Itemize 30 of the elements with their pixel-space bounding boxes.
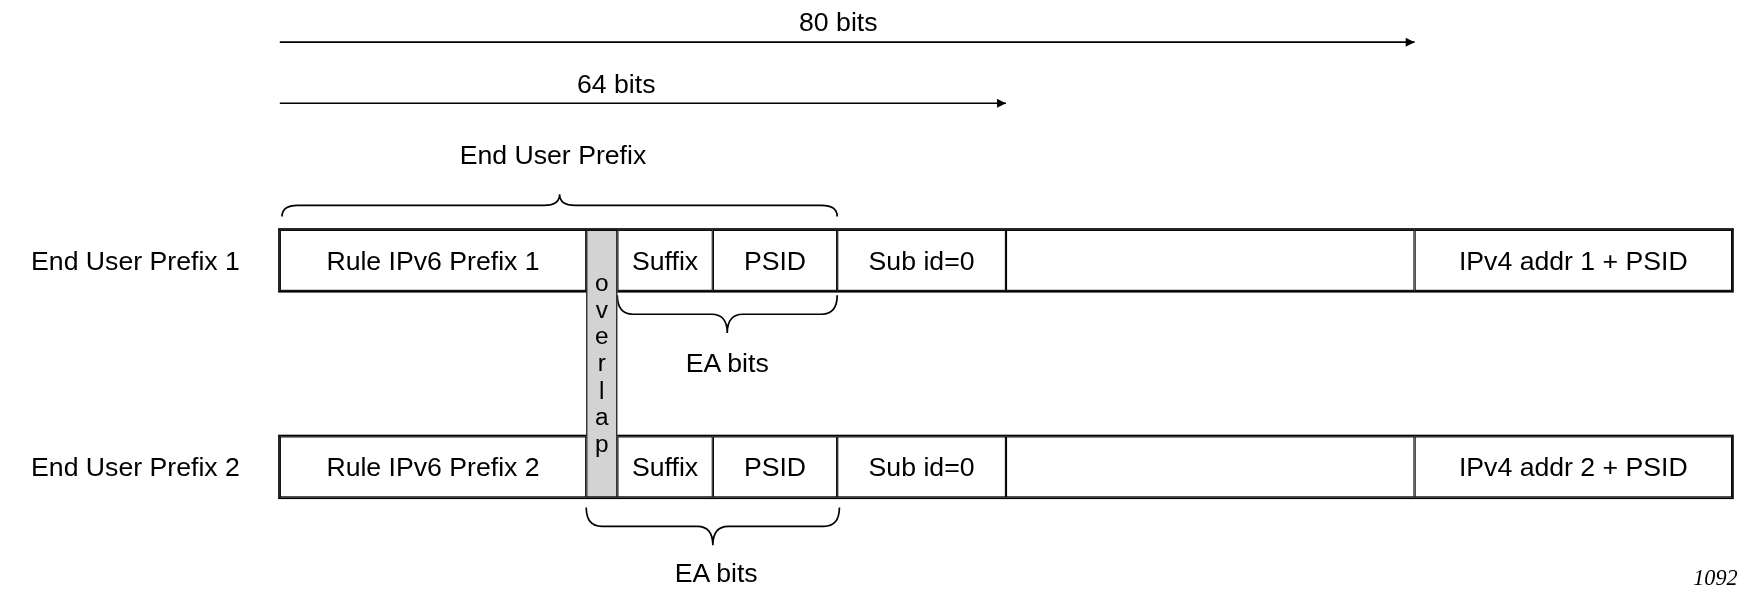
- field-label: IPv4 addr 2 + PSID: [1458, 451, 1688, 483]
- row-label: End User Prefix 2: [31, 451, 240, 483]
- field-label: overlap: [594, 269, 621, 458]
- row-label: End User Prefix 1: [31, 245, 240, 277]
- overlap-bar: [586, 229, 618, 498]
- brace-label: EA bits: [674, 557, 758, 589]
- field-box: [712, 436, 838, 498]
- brace-label: EA bits: [685, 347, 769, 379]
- field-label: Sub id=0: [868, 244, 975, 276]
- field-box: [712, 229, 838, 291]
- field-box: [837, 436, 1006, 498]
- field-box: [279, 229, 587, 291]
- field-label: Rule IPv6 Prefix 2: [326, 451, 540, 483]
- field-label: Suffix: [632, 244, 699, 276]
- length-label: 64 bits: [576, 68, 656, 100]
- length-label: 80 bits: [799, 6, 878, 38]
- brace-label: End User Prefix: [459, 139, 647, 171]
- field-label: Rule IPv6 Prefix 1: [326, 244, 540, 276]
- field-box: [837, 229, 1006, 291]
- field-label: PSID: [743, 451, 807, 483]
- field-box: [1414, 436, 1733, 498]
- field-box: [279, 436, 587, 498]
- field-label: IPv4 addr 1 + PSID: [1458, 244, 1688, 276]
- field-label: Sub id=0: [868, 451, 975, 483]
- field-box: [617, 436, 713, 498]
- figure-number: 1092: [1693, 564, 1738, 591]
- field-box: [617, 229, 713, 291]
- field-box: [1414, 229, 1733, 291]
- field-label: PSID: [743, 244, 807, 276]
- field-label: Suffix: [632, 451, 699, 483]
